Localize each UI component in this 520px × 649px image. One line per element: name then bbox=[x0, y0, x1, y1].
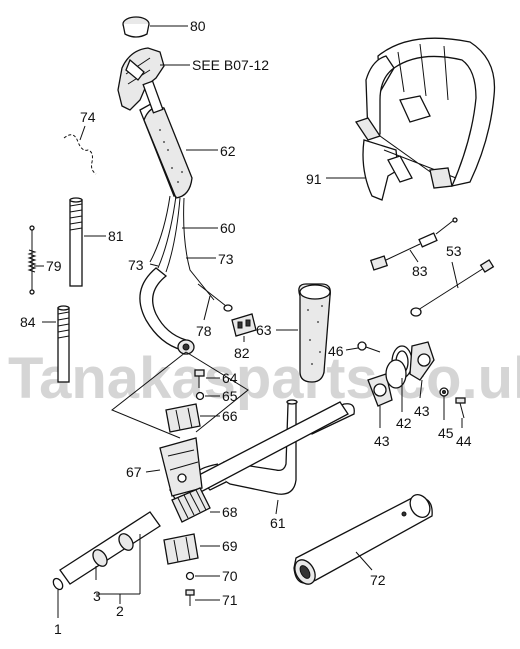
part-44-bolt bbox=[455, 397, 466, 419]
callout-80: 80 bbox=[190, 18, 206, 34]
part-78-cable-end bbox=[197, 283, 233, 312]
part-63-grip-handle bbox=[298, 283, 331, 383]
part-83-throttle-cable bbox=[369, 217, 458, 271]
throttle-trigger-housing bbox=[117, 47, 165, 111]
callout-see-ref: SEE B07-12 bbox=[192, 57, 269, 73]
part-45-nut bbox=[439, 387, 449, 397]
callout-1: 1 bbox=[54, 621, 62, 637]
callout-61: 61 bbox=[270, 515, 286, 531]
part-2-3-bushings bbox=[92, 533, 134, 567]
callout-70: 70 bbox=[222, 568, 238, 584]
part-68-coupler bbox=[171, 487, 211, 523]
callout-83: 83 bbox=[412, 263, 428, 279]
part-64-bolt bbox=[194, 369, 205, 388]
part-42-43-clamp-assembly bbox=[367, 341, 435, 407]
callout-43-right: 43 bbox=[414, 403, 430, 419]
part-53-cable bbox=[410, 259, 495, 317]
watermark-text: Tanakasparts.co.uk bbox=[8, 346, 520, 411]
conduit-pipe bbox=[139, 267, 195, 355]
callout-81: 81 bbox=[108, 228, 124, 244]
callout-62: 62 bbox=[220, 143, 236, 159]
callout-73-left: 73 bbox=[128, 257, 144, 273]
part-80-cap bbox=[122, 16, 150, 38]
part-79-spring bbox=[27, 225, 37, 295]
callout-46: 46 bbox=[328, 343, 344, 359]
part-84-pipe bbox=[57, 305, 70, 383]
part-60-cable-bundle bbox=[149, 195, 215, 301]
part-72-sleeve bbox=[293, 494, 433, 585]
callout-71: 71 bbox=[222, 592, 238, 608]
part-70-washer bbox=[185, 571, 195, 581]
callout-73-right: 73 bbox=[218, 251, 234, 267]
part-62-grip bbox=[139, 80, 193, 199]
part-65-washer bbox=[195, 391, 205, 401]
callout-44: 44 bbox=[456, 433, 472, 449]
callout-60: 60 bbox=[220, 220, 236, 236]
callout-78: 78 bbox=[196, 323, 212, 339]
callout-43-left: 43 bbox=[374, 433, 390, 449]
callout-66: 66 bbox=[222, 408, 238, 424]
callout-3: 3 bbox=[93, 588, 101, 604]
callout-64: 64 bbox=[222, 370, 238, 386]
callout-91: 91 bbox=[306, 171, 322, 187]
callout-63: 63 bbox=[256, 322, 272, 338]
part-91-harness bbox=[354, 37, 496, 201]
callout-45: 45 bbox=[438, 425, 454, 441]
callout-82: 82 bbox=[234, 345, 250, 361]
callout-67: 67 bbox=[126, 464, 142, 480]
callout-79: 79 bbox=[46, 258, 62, 274]
part-82-connector bbox=[231, 313, 257, 337]
part-1-end-fitting bbox=[52, 577, 64, 591]
callout-74: 74 bbox=[80, 109, 96, 125]
part-74-wire bbox=[63, 134, 97, 175]
callout-72: 72 bbox=[370, 572, 386, 588]
callout-2: 2 bbox=[116, 603, 124, 619]
part-71-bolt bbox=[185, 589, 195, 606]
callout-84: 84 bbox=[20, 314, 36, 330]
part-67-holder bbox=[159, 437, 203, 497]
callout-53: 53 bbox=[446, 243, 462, 259]
part-69-clamp bbox=[163, 533, 199, 565]
callout-68: 68 bbox=[222, 504, 238, 520]
part-46-screw bbox=[357, 341, 381, 353]
callout-42: 42 bbox=[396, 415, 412, 431]
callout-65: 65 bbox=[222, 388, 238, 404]
part-81-pipe bbox=[69, 197, 83, 287]
callout-69: 69 bbox=[222, 538, 238, 554]
part-66-clamp bbox=[165, 403, 201, 433]
